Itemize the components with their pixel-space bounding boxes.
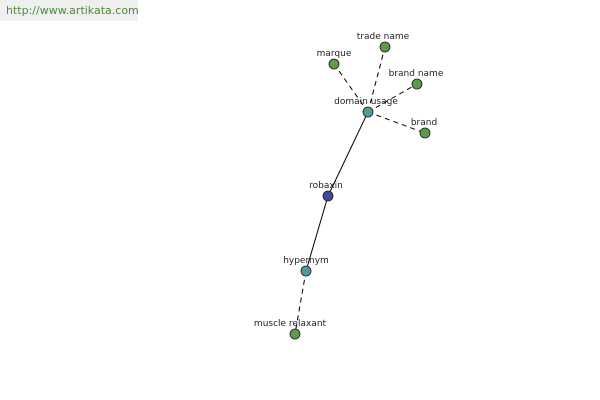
edge-hypernym-to-muscle-relaxant [294,270,307,335]
node-trade-name[interactable]: trade name [357,32,410,53]
node-domain-usage[interactable]: domain usage [334,97,398,118]
node-label-muscle-relaxant[interactable]: muscle relaxant [254,319,327,329]
edge-robaxin-to-domain-usage [327,111,369,197]
node-label-robaxin[interactable]: robaxin [309,181,343,191]
edges-layer [294,46,426,335]
node-dot-brand-name[interactable] [411,78,423,90]
node-dot-domain-usage[interactable] [362,106,374,118]
node-label-marque[interactable]: marque [317,49,352,59]
node-dot-hypernym[interactable] [300,265,312,277]
node-dot-robaxin[interactable] [322,190,334,202]
node-marque[interactable]: marque [317,49,352,70]
site-url-banner[interactable]: http://www.artikata.com [0,0,139,21]
nodes-layer: robaxin domain usage hypernym marque trade n… [254,32,444,340]
node-brand[interactable]: brand [411,118,437,139]
node-dot-brand[interactable] [419,127,431,139]
node-muscle-relaxant[interactable]: muscle relaxant [254,319,327,340]
edge-domain-usage-to-marque [333,63,369,113]
edge-robaxin-to-hypernym [305,195,329,272]
edge-domain-usage-to-trade-name [367,46,386,113]
node-label-domain-usage[interactable]: domain usage [334,97,398,107]
node-dot-muscle-relaxant[interactable] [289,328,301,340]
node-label-hypernym[interactable]: hypernym [283,256,329,266]
node-robaxin[interactable]: robaxin [309,181,343,202]
node-dot-trade-name[interactable] [379,41,391,53]
node-brand-name[interactable]: brand name [389,69,444,90]
node-label-trade-name[interactable]: trade name [357,32,410,42]
node-dot-marque[interactable] [328,58,340,70]
node-label-brand-name[interactable]: brand name [389,69,444,79]
edge-domain-usage-to-brand [367,111,426,134]
node-hypernym[interactable]: hypernym [283,256,329,277]
edge-domain-usage-to-brand-name [367,83,418,113]
node-label-brand[interactable]: brand [411,118,437,128]
